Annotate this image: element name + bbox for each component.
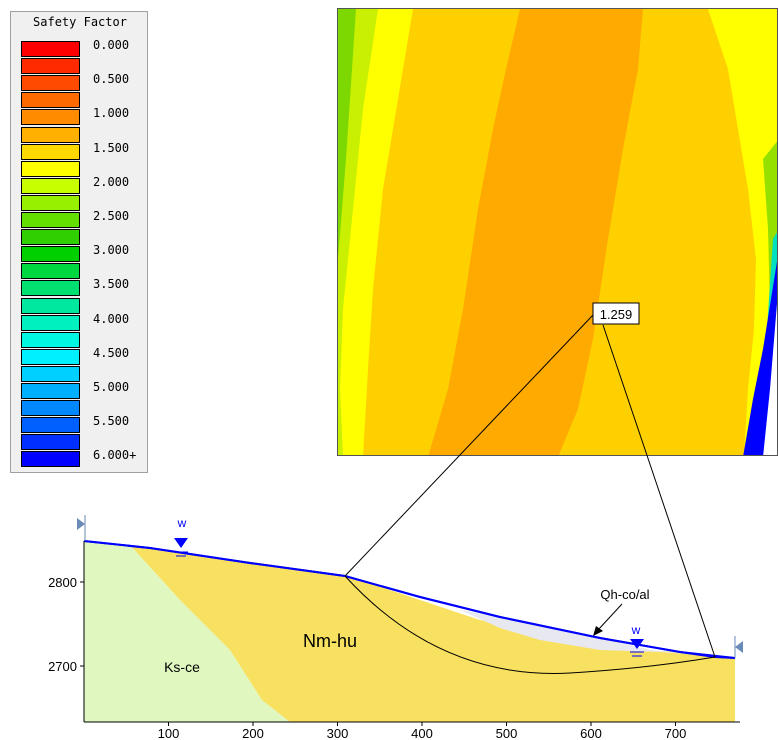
- legend-swatch: [21, 41, 80, 57]
- critical-slip-surface: [344, 575, 716, 674]
- legend-swatch: [21, 400, 80, 417]
- legend-swatch: [21, 280, 80, 297]
- x-tick-label: 600: [580, 726, 602, 740]
- material-ks-ce: [84, 541, 290, 722]
- leader-line-left: [344, 314, 594, 577]
- legend-swatch: [21, 383, 80, 399]
- y-axis-ticks: 2800 2700: [48, 575, 84, 674]
- x-tick-label: 700: [665, 726, 687, 740]
- y-tick-label: 2700: [48, 659, 77, 674]
- x-axis-ticks: 100 200 300 400 500 600 700: [158, 722, 687, 740]
- legend-swatch: [21, 194, 80, 211]
- water-marker-right-icon: [630, 639, 644, 649]
- y-tick-label: 2800: [48, 575, 77, 590]
- legend-label: 4.000: [93, 311, 130, 326]
- legend-swatch: [21, 58, 80, 75]
- contour-band-orange: [428, 9, 643, 455]
- x-tick-label: 500: [496, 726, 518, 740]
- legend-label: 3.000: [93, 243, 130, 258]
- left-boundary-marker-icon[interactable]: [77, 518, 85, 530]
- legend-label: 0.000: [93, 38, 130, 52]
- material-nm-hu: [130, 545, 735, 722]
- legend-swatch: [21, 314, 80, 331]
- safety-factor-legend: Safety Factor 0.000 0.500 1.000 1.500 2.000 2…: [10, 11, 148, 473]
- legend-swatch: [21, 92, 80, 109]
- water-marker-left-icon: [174, 538, 188, 548]
- legend-label: 1.000: [93, 106, 130, 121]
- fs-label-box: [592, 302, 640, 325]
- legend-swatch: [21, 177, 80, 194]
- legend-label: 1.500: [93, 140, 130, 155]
- x-tick-label: 100: [158, 726, 180, 740]
- legend-swatch: [21, 160, 80, 177]
- right-boundary-marker-icon[interactable]: [735, 641, 743, 653]
- legend-swatch: [21, 75, 80, 92]
- legend-swatch: [21, 417, 80, 434]
- x-tick-label: 400: [411, 726, 433, 740]
- legend-label: 6.000+: [93, 448, 137, 463]
- safety-factor-contour-view[interactable]: [337, 8, 778, 456]
- legend-label: 5.000: [93, 380, 130, 394]
- legend-label: 5.500: [93, 414, 130, 429]
- x-tick-label: 300: [327, 726, 349, 740]
- legend-title: Safety Factor: [33, 15, 127, 29]
- qh-arrowhead-icon: [593, 626, 603, 636]
- legend-swatch: [21, 246, 80, 263]
- contour-plot: [338, 9, 777, 455]
- legend-label: 3.500: [93, 277, 130, 292]
- fs-label-value: 1.259: [600, 307, 633, 322]
- legend-swatch: [21, 297, 80, 314]
- legend-swatch: [21, 365, 80, 382]
- leader-line-right: [602, 324, 716, 658]
- qh-leader-arrow: [597, 603, 623, 631]
- legend-label: 2.500: [93, 209, 130, 223]
- material-label-nm-hu: Nm-hu: [303, 631, 357, 651]
- legend-label: 0.500: [93, 72, 130, 87]
- contour-band-white-edge: [763, 303, 777, 455]
- water-table-line: [83, 540, 736, 659]
- legend-swatch: [21, 212, 80, 228]
- water-marker-left-label: w: [177, 516, 187, 530]
- material-label-ks-ce: Ks-ce: [164, 659, 200, 675]
- legend-swatch: [21, 331, 80, 348]
- legend-swatch: [21, 434, 80, 451]
- legend-swatch: [21, 348, 80, 365]
- legend-label: 2.000: [93, 174, 130, 189]
- x-tick-label: 200: [242, 726, 264, 740]
- material-label-qh-coal: Qh-co/al: [600, 587, 649, 602]
- legend-swatch: [21, 451, 80, 468]
- legend-swatch: [21, 263, 80, 280]
- legend-swatch: [21, 109, 80, 126]
- legend-swatch: [21, 143, 80, 160]
- legend-swatch: [21, 229, 80, 246]
- water-marker-right-label: w: [631, 623, 641, 637]
- legend-swatch: [21, 126, 80, 143]
- legend-label: 4.500: [93, 345, 130, 360]
